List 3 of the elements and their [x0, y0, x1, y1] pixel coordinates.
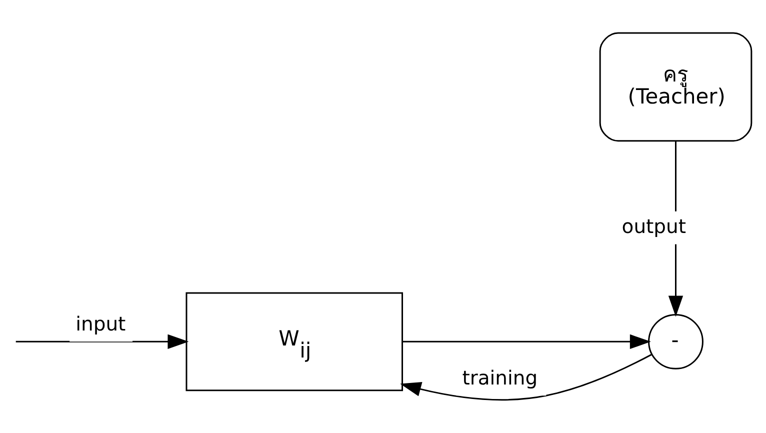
edge-label: input: [76, 312, 126, 336]
edge-label: training: [462, 366, 538, 390]
edge-label: output: [622, 214, 686, 238]
